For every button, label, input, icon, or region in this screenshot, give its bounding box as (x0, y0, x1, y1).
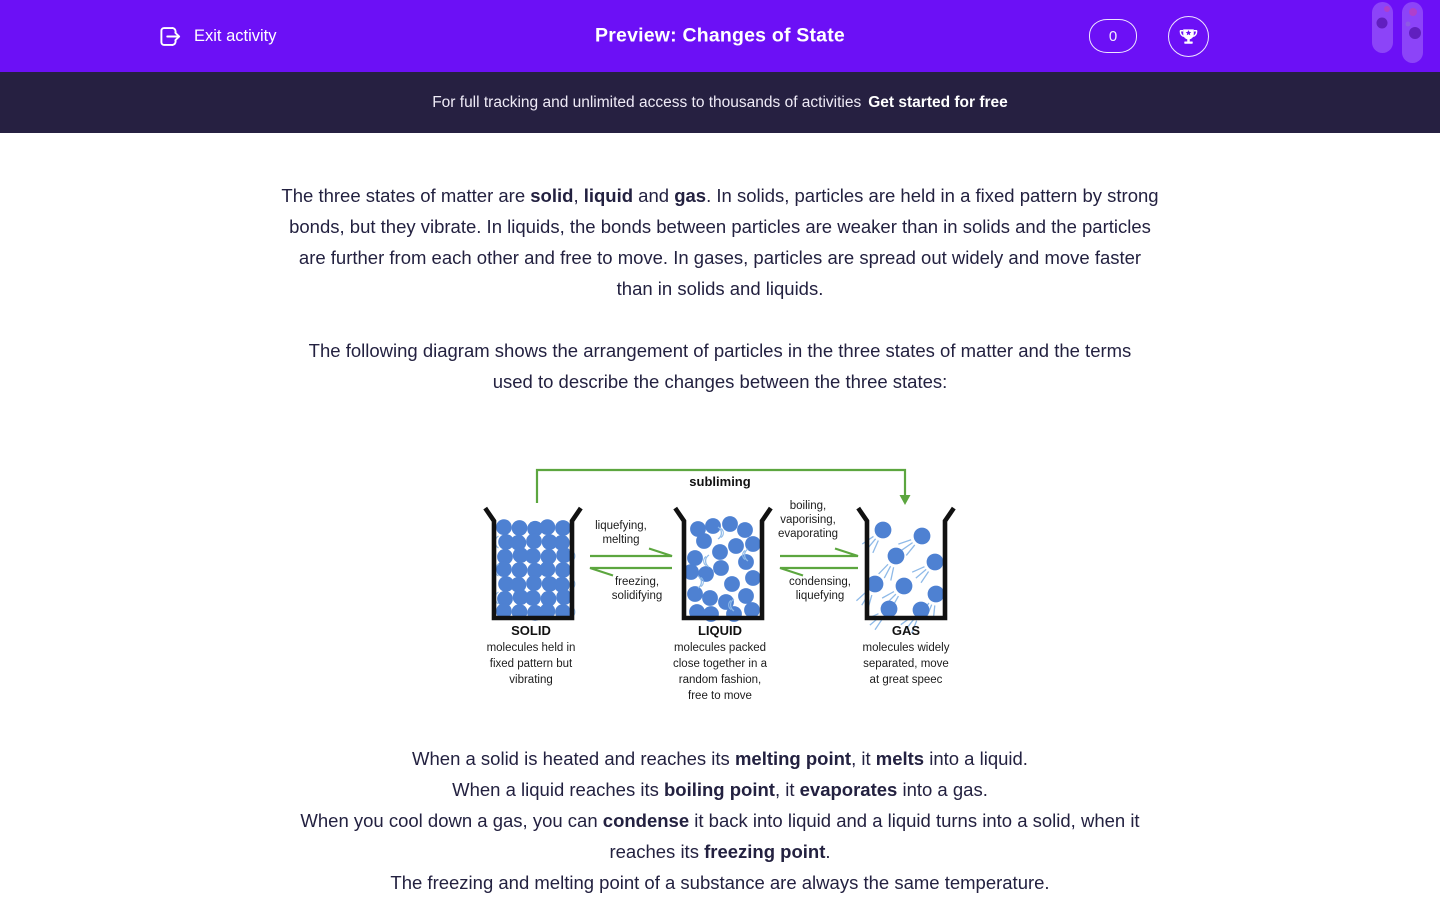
liquid-desc-2: close together in a (673, 658, 768, 670)
gas-beaker (856, 506, 956, 621)
get-started-link[interactable]: Get started for free (868, 93, 1008, 111)
liquid-particles (683, 516, 761, 622)
trophy-icon (1177, 25, 1200, 48)
liquid-desc-4: free to move (688, 690, 752, 702)
gas-desc-2: separated, move (863, 658, 949, 670)
gas-desc-3: at great speec (870, 674, 943, 686)
condensing-arrow (779, 566, 858, 577)
evaporating-label-line2: vaporising, (780, 514, 836, 526)
subliming-arrow (535, 468, 907, 503)
evaporating-label-line3: evaporating (778, 528, 838, 540)
diagram-lead-paragraph: The following diagram shows the arrangem… (308, 340, 1132, 392)
liquid-beaker (673, 506, 773, 621)
gas-title: GAS (892, 623, 921, 638)
liquid-desc-3: random fashion, (679, 674, 761, 686)
summary-line-4: The freezing and melting point of a subs… (390, 872, 1050, 893)
gas-desc-1: molecules widely (863, 642, 950, 654)
evaporating-label-line1: boiling, (790, 500, 826, 512)
promo-message: For full tracking and unlimited access t… (432, 93, 862, 111)
liquid-title: LIQUID (698, 623, 742, 638)
summary-line-1: When a solid is heated and reaches its m… (412, 748, 1028, 769)
score-badge: 0 (1089, 19, 1137, 53)
freezing-label-line2: solidifying (612, 590, 663, 602)
liquid-desc-1: molecules packed (674, 642, 766, 654)
app-header: Exit activity Preview: Changes of State … (0, 0, 1440, 72)
trophy-button[interactable] (1168, 16, 1209, 57)
test-tubes-graphic (1356, 0, 1428, 73)
melting-label-line2: melting (602, 534, 639, 546)
condensing-label-line2: liquefying (796, 590, 845, 602)
freezing-arrow (589, 566, 672, 577)
intro-paragraph: The three states of matter are solid, li… (281, 185, 1159, 299)
summary-section: When a solid is heated and reaches its m… (0, 743, 1440, 898)
subliming-label: subliming (689, 474, 750, 489)
page-title: Preview: Changes of State (595, 24, 845, 47)
score-value: 0 (1108, 27, 1118, 45)
subliming-arrowhead (899, 495, 911, 505)
evaporating-arrow (780, 547, 859, 558)
states-of-matter-diagram: subliming liquefying, melting freezing, … (0, 463, 1440, 715)
logout-icon (156, 23, 183, 50)
promo-banner: For full tracking and unlimited access t… (0, 72, 1440, 133)
summary-line-2: When a liquid reaches its boiling point,… (452, 779, 988, 800)
summary-line-3: When you cool down a gas, you can conden… (300, 810, 1140, 862)
solid-desc-2: fixed pattern but (490, 658, 573, 670)
melting-label-line1: liquefying, (595, 520, 647, 532)
solid-particles (492, 519, 576, 621)
solid-desc-3: vibrating (509, 674, 552, 686)
condensing-label-line1: condensing, (789, 576, 851, 588)
solid-beaker (483, 506, 583, 621)
solid-desc-1: molecules held in (487, 642, 576, 654)
activity-content: The three states of matter are solid, li… (0, 133, 1440, 898)
exit-activity-label: Exit activity (194, 26, 277, 45)
exit-activity-button[interactable]: Exit activity (150, 22, 283, 51)
freezing-label-line1: freezing, (615, 576, 659, 588)
solid-title: SOLID (511, 623, 551, 638)
melting-arrow (590, 547, 673, 558)
